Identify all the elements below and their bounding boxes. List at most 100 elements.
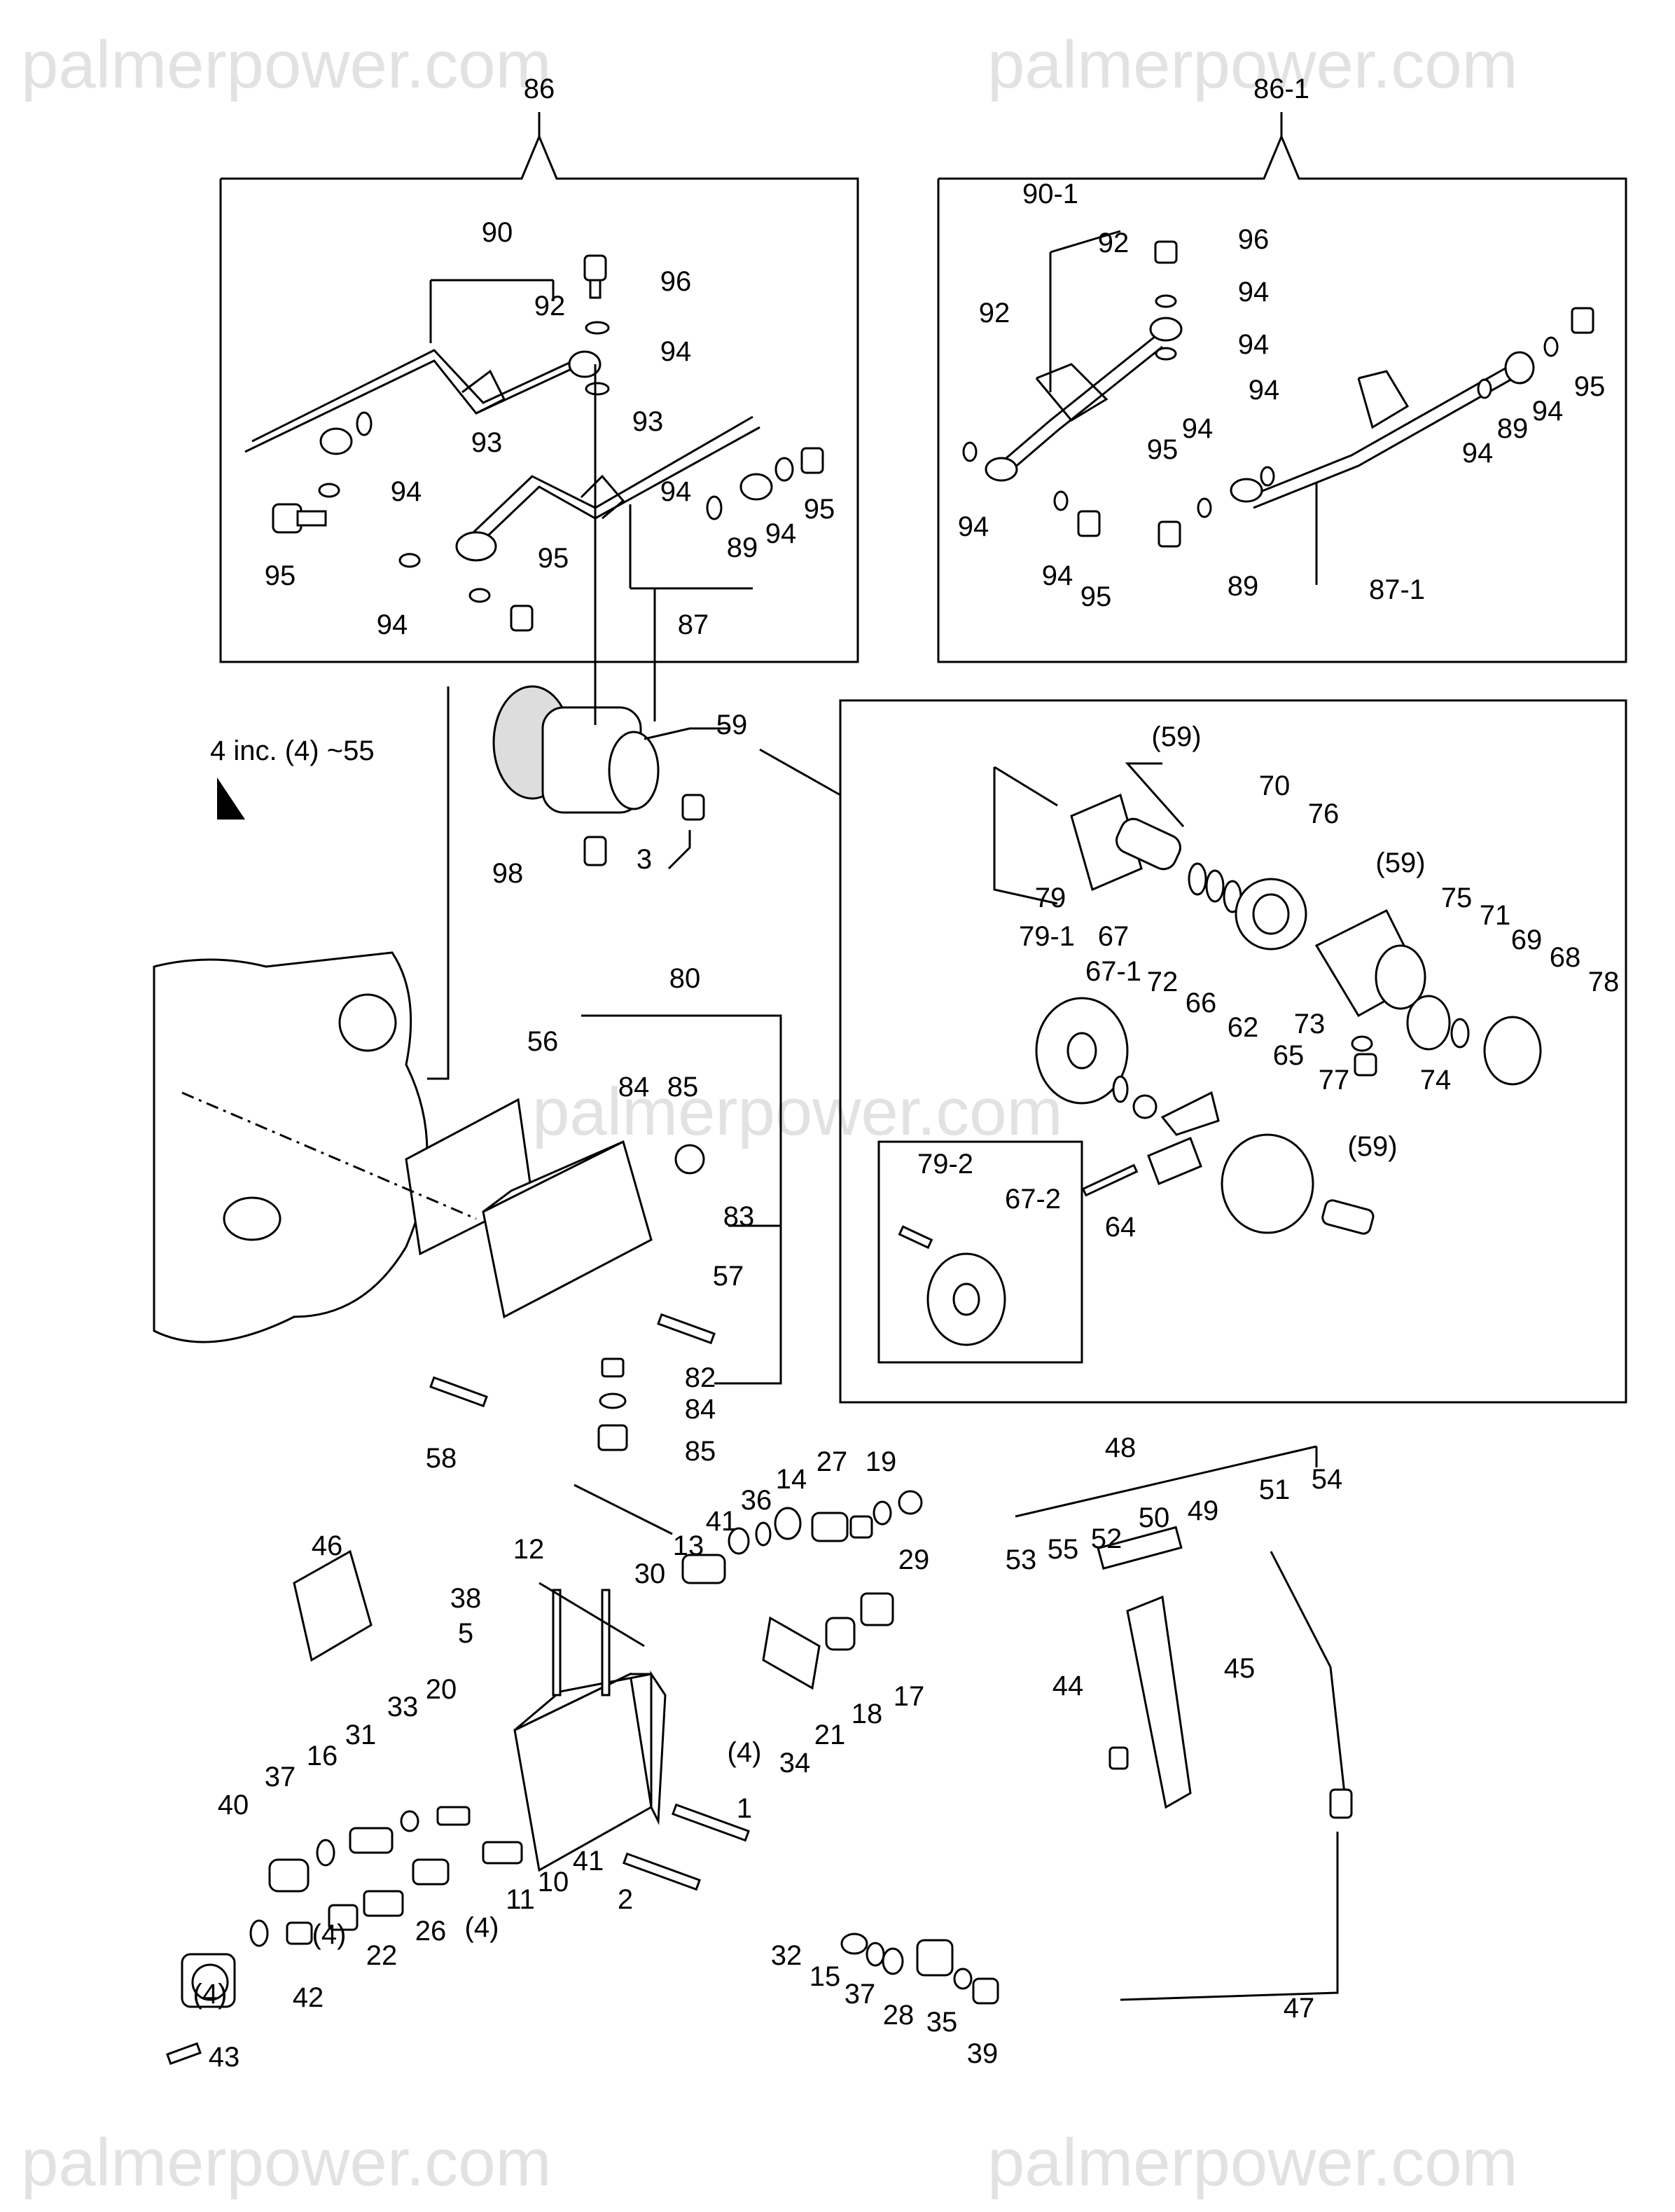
governor-small-parts <box>623 1490 999 2005</box>
callout-c89b: 89 <box>1497 413 1529 444</box>
callout-c49: 49 <box>1188 1495 1219 1526</box>
callout-c51: 51 <box>1259 1474 1291 1505</box>
callout-c30: 30 <box>634 1558 666 1589</box>
callout-c68: 68 <box>1550 942 1581 973</box>
callout-c69: 69 <box>1511 925 1543 955</box>
parts-frame-86 <box>272 254 824 632</box>
callout-c95b: 95 <box>265 560 296 591</box>
frame-86-1 <box>937 112 1627 663</box>
callout-c46: 46 <box>312 1530 343 1561</box>
callout-c3: 3 <box>637 844 652 875</box>
callout-c94k: 94 <box>1462 438 1494 469</box>
callout-c5: 5 <box>458 1618 473 1649</box>
callout-c17: 17 <box>894 1681 925 1712</box>
callout-c10: 10 <box>538 1867 569 1898</box>
callout-c16: 16 <box>307 1741 338 1771</box>
callout-c4d: (4) <box>193 1979 228 2010</box>
callout-c85a: 85 <box>667 1072 699 1102</box>
callout-c78: 78 <box>1588 967 1620 997</box>
callout-c86: 86 <box>524 74 555 104</box>
callout-c94g: 94 <box>1238 329 1270 360</box>
callout-c84a: 84 <box>618 1072 650 1102</box>
pipe-90 <box>244 279 582 453</box>
callout-c62: 62 <box>1228 1012 1259 1043</box>
callout-c96b: 96 <box>1238 224 1270 255</box>
callout-c96a: 96 <box>660 266 692 297</box>
callout-c55: 55 <box>1048 1534 1079 1565</box>
watermark-bottom-left: palmerpower.com <box>21 2125 552 2200</box>
callout-c15: 15 <box>809 1961 841 1992</box>
callout-c75: 75 <box>1441 883 1473 913</box>
callout-c36: 36 <box>741 1485 772 1516</box>
callout-c22: 22 <box>366 1940 398 1971</box>
callout-c67-2: 67-2 <box>1005 1184 1061 1215</box>
callout-c20: 20 <box>426 1674 457 1705</box>
callout-c79-2: 79-2 <box>917 1149 973 1180</box>
callout-c77: 77 <box>1319 1065 1350 1095</box>
callout-c11: 11 <box>506 1884 535 1915</box>
callout-c26: 26 <box>415 1916 447 1947</box>
callout-c32: 32 <box>771 1940 802 1971</box>
callout-c37a: 37 <box>265 1762 296 1792</box>
callout-c66: 66 <box>1186 988 1217 1018</box>
callout-c56: 56 <box>527 1026 559 1057</box>
callout-c59b: (59) <box>1375 848 1425 878</box>
direction-arrow-icon <box>217 777 245 820</box>
callout-c94m: 94 <box>1042 560 1073 591</box>
callout-c95e: 95 <box>1147 434 1179 465</box>
callout-c31: 31 <box>345 1720 377 1750</box>
callout-c84b: 84 <box>685 1394 716 1425</box>
callout-c53: 53 <box>1006 1544 1037 1575</box>
callout-c94f: 94 <box>1238 277 1270 307</box>
watermark-top-right: palmerpower.com <box>987 27 1518 102</box>
callout-c92a: 92 <box>534 291 566 322</box>
callout-c89a: 89 <box>727 532 758 563</box>
callout-c74: 74 <box>1420 1065 1452 1095</box>
callout-c90-1: 90-1 <box>1022 179 1078 209</box>
callout-c42: 42 <box>293 1982 324 2013</box>
callout-c18: 18 <box>852 1699 883 1729</box>
callout-c94l: 94 <box>958 511 989 542</box>
callout-c95f: 95 <box>1080 581 1112 612</box>
callout-c47: 47 <box>1284 1993 1315 2024</box>
watermark-bottom-right: palmerpower.com <box>987 2125 1518 2200</box>
callout-c14: 14 <box>776 1464 807 1495</box>
pipe-87 <box>457 415 760 590</box>
callout-c83: 83 <box>723 1201 755 1232</box>
callout-c92c: 92 <box>979 298 1010 329</box>
callout-c43: 43 <box>209 2042 240 2073</box>
callout-c4b: (4) <box>465 1912 499 1943</box>
callout-c41a: 41 <box>706 1506 737 1537</box>
callout-c89c: 89 <box>1228 571 1259 602</box>
callout-c39: 39 <box>967 2038 999 2069</box>
callout-c85b: 85 <box>685 1436 716 1467</box>
callout-c35: 35 <box>926 2007 958 2038</box>
parts-frame-86-1 <box>962 230 1594 585</box>
callout-c87-1: 87-1 <box>1369 574 1425 605</box>
callout-c54: 54 <box>1312 1464 1343 1495</box>
callout-c27: 27 <box>816 1446 848 1477</box>
callout-c50: 50 <box>1139 1502 1170 1533</box>
callout-c94h: 94 <box>1249 375 1280 406</box>
frame-86 <box>219 112 859 663</box>
callout-c67: 67 <box>1098 921 1130 952</box>
callout-c94i: 94 <box>1182 413 1214 444</box>
callout-c21: 21 <box>814 1720 846 1750</box>
callout-c93a: 93 <box>471 427 503 458</box>
callout-c38: 38 <box>450 1583 482 1614</box>
callout-c41b: 41 <box>573 1846 604 1876</box>
callout-c76: 76 <box>1308 799 1340 829</box>
callout-c58: 58 <box>426 1443 457 1474</box>
callout-c94e: 94 <box>377 609 408 640</box>
governor-body <box>293 1484 673 1872</box>
callout-c95d: 95 <box>1574 371 1606 402</box>
callout-c87: 87 <box>678 609 709 640</box>
callout-c59c: (59) <box>1347 1131 1397 1162</box>
callout-c59: 59 <box>716 710 748 740</box>
callout-c80: 80 <box>669 963 701 994</box>
callout-c93b: 93 <box>632 406 664 437</box>
callout-c45: 45 <box>1224 1653 1256 1684</box>
callout-c67-1: 67-1 <box>1085 956 1141 987</box>
watermark-center: palmerpower.com <box>532 1074 1063 1149</box>
